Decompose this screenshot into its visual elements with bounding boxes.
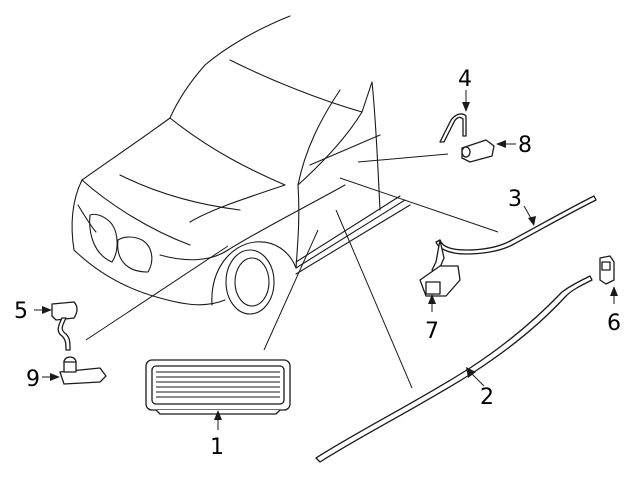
callout-7: 7 xyxy=(425,319,439,344)
callout-6: 6 xyxy=(607,311,621,336)
callout-4: 4 xyxy=(458,67,472,92)
part-1-module xyxy=(145,359,291,415)
callout-arrows xyxy=(34,90,618,430)
part-7-connector xyxy=(419,265,461,297)
callout-5: 5 xyxy=(14,299,28,324)
vehicle-outline xyxy=(71,15,411,315)
part-6-sensor xyxy=(599,255,615,285)
callout-3: 3 xyxy=(508,187,522,212)
part-9-module xyxy=(59,356,107,385)
part-8-sensor xyxy=(461,139,495,163)
callout-9: 9 xyxy=(26,367,40,392)
callout-1: 1 xyxy=(210,435,224,460)
part-2-strip xyxy=(315,275,593,463)
callout-labels: 1 2 3 4 5 6 7 8 9 xyxy=(14,67,621,460)
part-4-bracket xyxy=(439,113,467,143)
callout-8: 8 xyxy=(518,133,532,158)
callout-2: 2 xyxy=(480,385,494,410)
part-5-sensor xyxy=(51,301,78,351)
leader-lines xyxy=(85,153,499,389)
